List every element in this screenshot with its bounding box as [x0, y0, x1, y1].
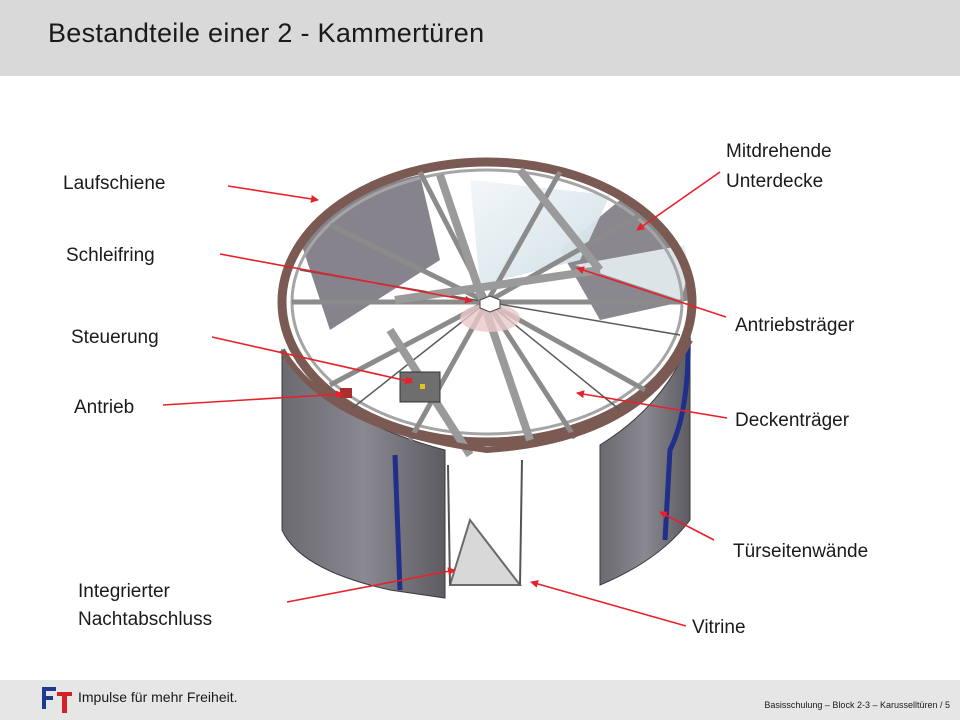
label-nachtabschluss-line1: Integrierter: [78, 581, 170, 602]
annotation-arrows: [162, 171, 728, 627]
arrow-deckentraeger: [576, 390, 728, 419]
footer-slogan: Impulse für mehr Freiheit.: [78, 689, 238, 705]
company-logo: [42, 687, 72, 713]
label-steuerung: Steuerung: [71, 327, 159, 348]
arrow-steuerung: [211, 336, 413, 385]
arrow-unterdecke: [636, 171, 721, 231]
top-ring: [277, 157, 697, 447]
label-laufschiene: Laufschiene: [63, 173, 166, 194]
arrow-nachtabschluss: [286, 567, 456, 603]
drive-unit: [340, 388, 352, 398]
slip-ring: [479, 295, 501, 313]
label-deckentraeger: Deckenträger: [735, 410, 850, 431]
ceiling-panel-top: [470, 180, 610, 285]
arrow-antrieb: [162, 390, 344, 406]
label-nachtabschluss-line2: Nachtabschluss: [78, 609, 213, 630]
label-antrieb: Antrieb: [74, 397, 135, 418]
footer-page-info: Basisschulung – Block 2-3 – Karusselltür…: [764, 700, 950, 710]
outer-wall-right: [599, 339, 691, 586]
arrow-schleifring: [219, 253, 473, 304]
back-wall-left: [300, 175, 440, 330]
slide-title: Bestandteile einer 2 - Kammertüren: [48, 18, 485, 48]
label-schleifring: Schleifring: [66, 245, 155, 266]
arrow-antriebstraeger: [576, 266, 727, 318]
ceiling-panel-right: [575, 245, 687, 300]
slide-header: [0, 0, 960, 76]
label-antriebstraeger: Antriebsträger: [735, 315, 855, 336]
arrow-vitrine: [530, 580, 687, 627]
label-unterdecke-line2: Unterdecke: [726, 171, 824, 192]
slide-footer: [0, 680, 960, 720]
arrow-tuerseitenwaende: [659, 511, 715, 541]
label-vitrine: Vitrine: [692, 617, 746, 638]
arrow-laufschiene: [227, 185, 319, 203]
label-unterdecke-line1: Mitdrehende: [726, 141, 832, 162]
vitrine-shape: [448, 517, 523, 586]
label-tuerseitenwaende: Türseitenwände: [733, 541, 869, 562]
blue-edge-left: [392, 454, 403, 591]
